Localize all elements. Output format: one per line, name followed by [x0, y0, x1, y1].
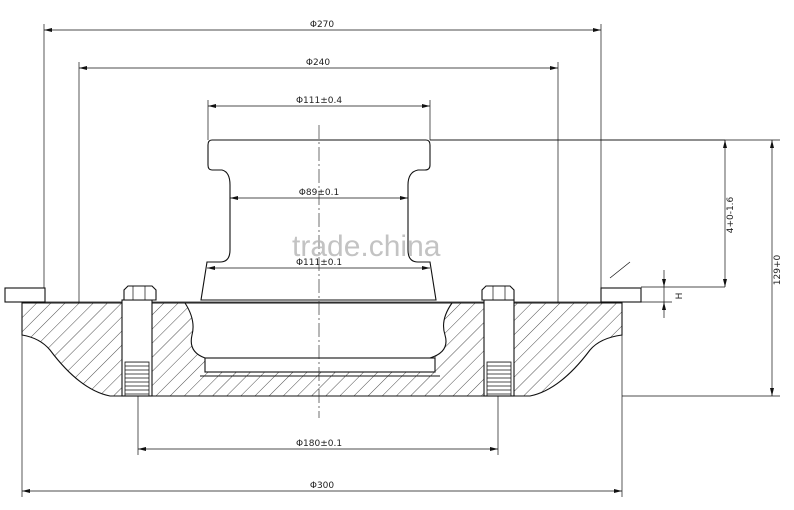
dim-240-label: Φ240: [306, 58, 331, 68]
dim-180-label: Φ180±0.1: [296, 439, 342, 449]
dim-270: Φ270: [43, 20, 602, 290]
upper-cap: [200, 139, 725, 301]
dim-270-label: Φ270: [310, 20, 335, 30]
dim-h-label: H: [675, 293, 685, 300]
dim-300: Φ300: [21, 335, 623, 497]
dim-111-label: Φ111±0.4: [296, 96, 342, 106]
dim-129-label: 129+0: [773, 255, 783, 286]
dim-300-label: Φ300: [310, 481, 335, 491]
dim-4: 4+0-1.6: [430, 139, 736, 288]
dim-h: H: [641, 270, 685, 318]
dim-129: 129+0: [725, 139, 783, 396]
dim-4-label: 4+0-1.6: [726, 196, 736, 233]
dim-111: Φ111±0.4: [207, 96, 431, 140]
dim-180: Φ180±0.1: [137, 396, 499, 455]
base-section: [21, 285, 780, 397]
dim-240: Φ240: [78, 58, 559, 303]
watermark: trade.china: [292, 230, 441, 263]
